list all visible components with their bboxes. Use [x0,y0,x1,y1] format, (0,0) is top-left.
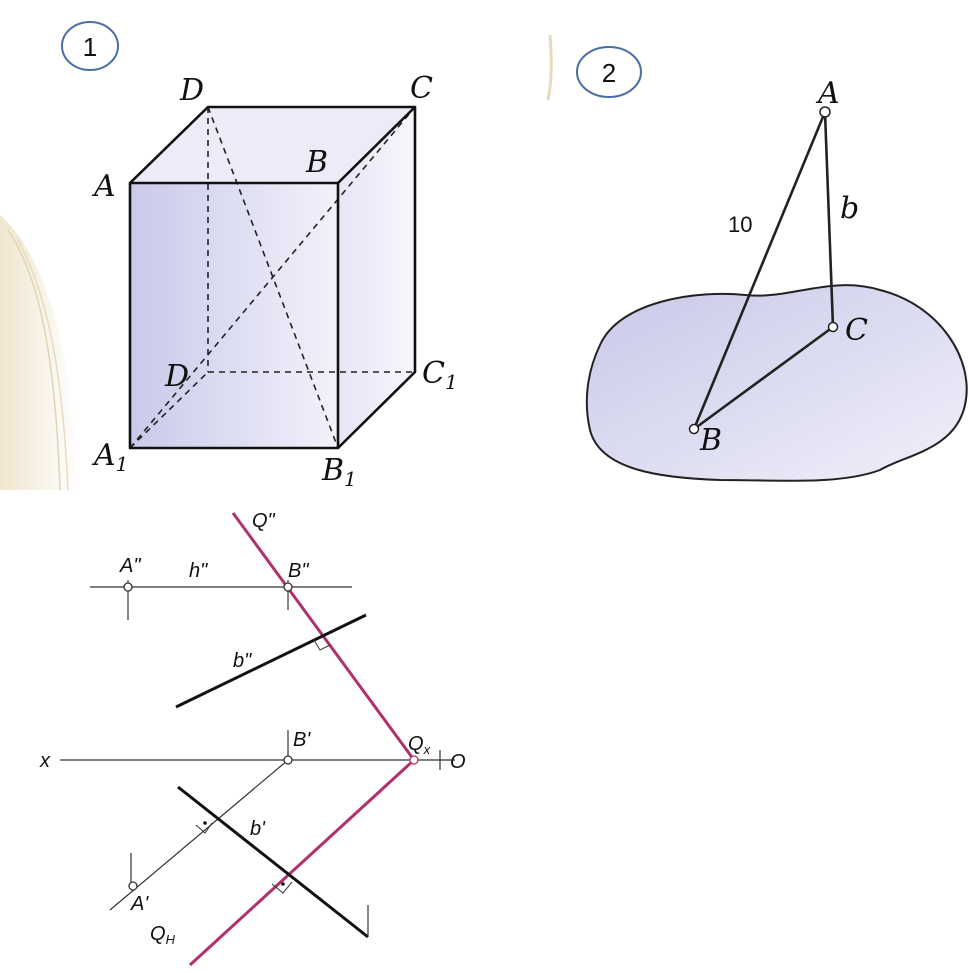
point-c [827,321,839,333]
figure-1-prism: 1 D C A B D [61,21,458,491]
segment-ac [823,111,835,328]
figure-2-number-circle [576,46,642,98]
right-back-edges [337,107,417,449]
plane-shape [585,284,968,482]
point-a1 [128,881,138,891]
top-face [130,107,415,183]
line-b1 [177,785,369,939]
label-length: 10 [728,212,752,237]
label-q2: Q" [252,510,276,532]
dot-right [281,882,285,886]
figure-2-plane: 2 A C B 10 b [576,46,968,482]
point-a [819,106,831,118]
label-b: B [699,423,722,458]
figure-1-number: 1 [83,32,97,62]
right-angle-mark-upper [313,639,331,651]
label-b-prime: b' [250,818,266,840]
right-angle-mark-right [271,881,293,894]
front-face [130,183,338,448]
label-b2: B" [288,560,309,582]
trace-q-horizontal [188,758,416,967]
horizontal-h1 [109,759,289,911]
segment-ab [692,111,827,430]
diagonal-d-b1 [207,106,339,449]
point-b1 [283,755,293,765]
hidden-edge-a1-d1 [129,371,209,449]
label-b1: B' [293,729,311,751]
label-d-bottom: D [164,359,189,394]
label-a2: A" [119,555,141,577]
label-a: A [91,169,116,204]
line-b2 [175,613,367,709]
point-b2 [283,582,293,592]
label-c1: C1 [422,356,458,394]
label-o: O [450,751,466,773]
point-qx [409,755,419,765]
label-b-lowercase: b [840,191,859,226]
label-qx: Qx [408,733,431,757]
label-b1: B1 [321,453,357,491]
figure-2-number: 2 [602,58,616,88]
dot-left [203,821,207,825]
label-b: B [305,145,328,180]
background-decoration [0,34,553,491]
figure-1-number-circle [61,21,119,71]
label-c: C [845,313,868,348]
right-angle-mark-left [195,822,213,834]
label-b-double-prime: b" [233,650,252,672]
segment-cb [693,325,834,431]
label-a: A [815,76,840,111]
label-qh: QH [150,923,176,947]
top-back-edges [129,105,417,184]
label-h2: h" [189,560,208,582]
label-d-top: D [179,73,204,108]
label-a1: A1 [91,438,128,476]
figure-3-projection: Q" A" h" B" b" x B' Qx O b' A' QH [39,510,466,967]
label-x: x [39,750,51,772]
point-a2 [123,582,133,592]
label-a1: A' [130,893,149,915]
diagonal-a1-c [129,106,416,449]
label-c-top: C [410,71,433,106]
point-b [688,423,700,435]
right-face [338,107,415,448]
